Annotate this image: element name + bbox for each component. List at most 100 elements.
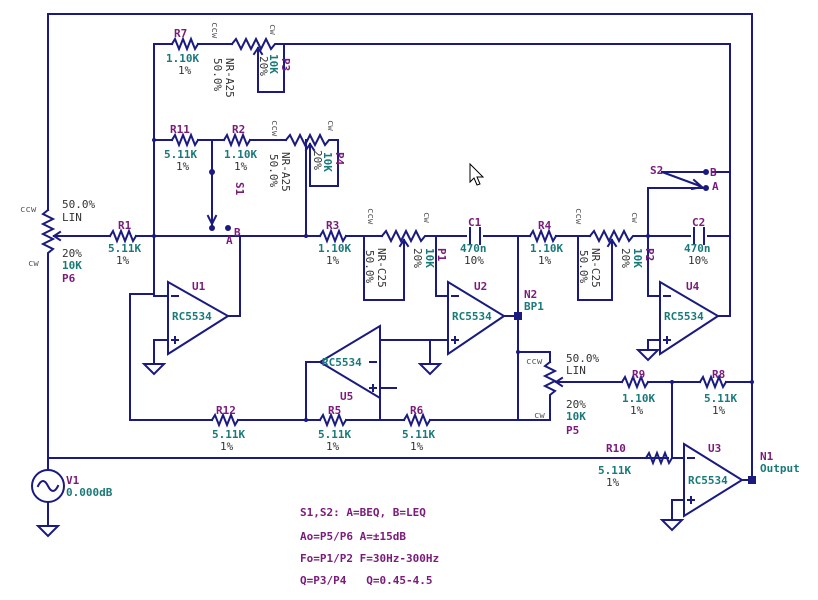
- p5-taper: LIN: [566, 364, 586, 377]
- op-amps: [167, 280, 744, 518]
- r3-value: 1.10K: [318, 242, 351, 255]
- p6-symbol: [40, 208, 56, 259]
- p3-taper: NR-A25: [223, 58, 236, 98]
- p3-name: P3: [279, 58, 292, 71]
- mouse-cursor-icon: [469, 162, 485, 186]
- u3-model: RC5534: [688, 474, 728, 487]
- u1-name: U1: [192, 280, 206, 293]
- r3-symbol: [318, 228, 348, 244]
- r5-symbol: [318, 412, 348, 428]
- r6-name: R6: [410, 404, 424, 417]
- note-q: Q=P3/P4 Q=0.45-4.5: [300, 574, 432, 587]
- ground-icon: [659, 519, 685, 532]
- p1-name: P1: [435, 248, 448, 262]
- p5-pos: 50.0%: [566, 352, 599, 365]
- c2-name: C2: [692, 216, 705, 229]
- p1-pos: 50.0%: [363, 250, 376, 283]
- nodes: [152, 138, 756, 484]
- v1-value: 0.000dB: [66, 486, 113, 499]
- p3-wiper: [252, 46, 264, 61]
- p2-pos: 50.0%: [577, 250, 590, 283]
- r8-name: R8: [712, 368, 725, 381]
- p5-ccw: ccw: [526, 357, 543, 367]
- note-gain: Ao=P5/P6 A=±15dB: [300, 530, 406, 543]
- u4-symbol: [659, 280, 720, 356]
- r9-symbol: [620, 374, 650, 390]
- r11-symbol: [170, 132, 200, 148]
- p5-value: 10K: [566, 410, 586, 423]
- p4-ccw: ccw: [269, 120, 279, 137]
- r2-value: 1.10K: [224, 148, 257, 161]
- p1-tol: 20%: [411, 248, 424, 268]
- r5-tol: 1%: [326, 440, 340, 453]
- r4-name: R4: [538, 219, 552, 232]
- switches: [206, 169, 709, 231]
- wires: [47, 13, 753, 527]
- r4-tol: 1%: [538, 254, 552, 267]
- u1-symbol: [167, 280, 230, 356]
- p2-tol: 20%: [619, 248, 632, 268]
- r7-tol: 1%: [178, 64, 192, 77]
- ground-icon: [141, 363, 167, 376]
- p6-taper: LIN: [62, 211, 82, 224]
- p5-tol: 20%: [566, 398, 586, 411]
- p2-name: P2: [643, 248, 656, 261]
- r1-name: R1: [118, 219, 132, 232]
- c2-value: 470n: [684, 242, 711, 255]
- p4-pos: 50.0%: [267, 154, 280, 187]
- sine-icon: [36, 480, 60, 492]
- p5-name: P5: [566, 424, 579, 437]
- source-v1: [31, 469, 65, 503]
- r8-symbol: [698, 374, 728, 390]
- r2-symbol: [222, 132, 252, 148]
- c2-tol: 10%: [688, 254, 708, 267]
- r10-symbol: [644, 450, 674, 466]
- ground-icon: [35, 525, 61, 538]
- p2-value: 10K: [631, 248, 644, 268]
- u4-name: U4: [686, 280, 700, 293]
- p3-cw: cw: [267, 24, 277, 35]
- u5-model: RC5534: [322, 356, 362, 369]
- note-freq: Fo=P1/P2 F=30Hz-300Hz: [300, 552, 439, 565]
- r2-tol: 1%: [234, 160, 248, 173]
- v1-name: V1: [66, 474, 80, 487]
- p4-wiper: [304, 142, 316, 157]
- u2-name: U2: [474, 280, 487, 293]
- r2-name: R2: [232, 123, 245, 136]
- r11-tol: 1%: [176, 160, 190, 173]
- r7-name: R7: [174, 27, 187, 40]
- p3-symbol: [230, 36, 279, 52]
- r6-symbol: [402, 412, 432, 428]
- p4-value: 10K: [321, 152, 334, 172]
- u2-symbol: [447, 280, 506, 356]
- r3-tol: 1%: [326, 254, 340, 267]
- p2-taper: NR-C25: [589, 248, 602, 288]
- p6-ccw: ccw: [20, 205, 37, 215]
- p4-tol: 20%: [311, 150, 324, 170]
- r6-tol: 1%: [410, 440, 424, 453]
- p3-pos: 50.0%: [211, 58, 224, 91]
- p3-ccw: ccw: [209, 22, 219, 39]
- s1-b: B: [234, 226, 241, 239]
- r6-value: 5.11K: [402, 428, 435, 441]
- c2-symbol: [693, 227, 705, 245]
- r11-value: 5.11K: [164, 148, 197, 161]
- u5-name: U5: [340, 390, 353, 403]
- r9-value: 1.10K: [622, 392, 655, 405]
- r10-name: R10: [606, 442, 626, 455]
- p3-tol: 20%: [257, 56, 270, 76]
- p1-ccw: ccw: [365, 208, 375, 225]
- s1-a: A: [226, 234, 233, 247]
- labels: R7 1.10K 1% R11 5.11K 1% R2 1.10K 1% R1 …: [20, 22, 800, 587]
- r4-symbol: [528, 228, 558, 244]
- p1-value: 10K: [423, 248, 436, 268]
- r7-symbol: [170, 36, 200, 52]
- note-switch: S1,S2: A=BEQ, B=LEQ: [300, 506, 426, 519]
- n1-node: [748, 476, 756, 484]
- p5-symbol: [542, 360, 558, 405]
- u5-symbol: [318, 324, 381, 400]
- r8-tol: 1%: [712, 404, 726, 417]
- p6-name: P6: [62, 272, 76, 285]
- u3-name: U3: [708, 442, 721, 455]
- r1-value: 5.11K: [108, 242, 141, 255]
